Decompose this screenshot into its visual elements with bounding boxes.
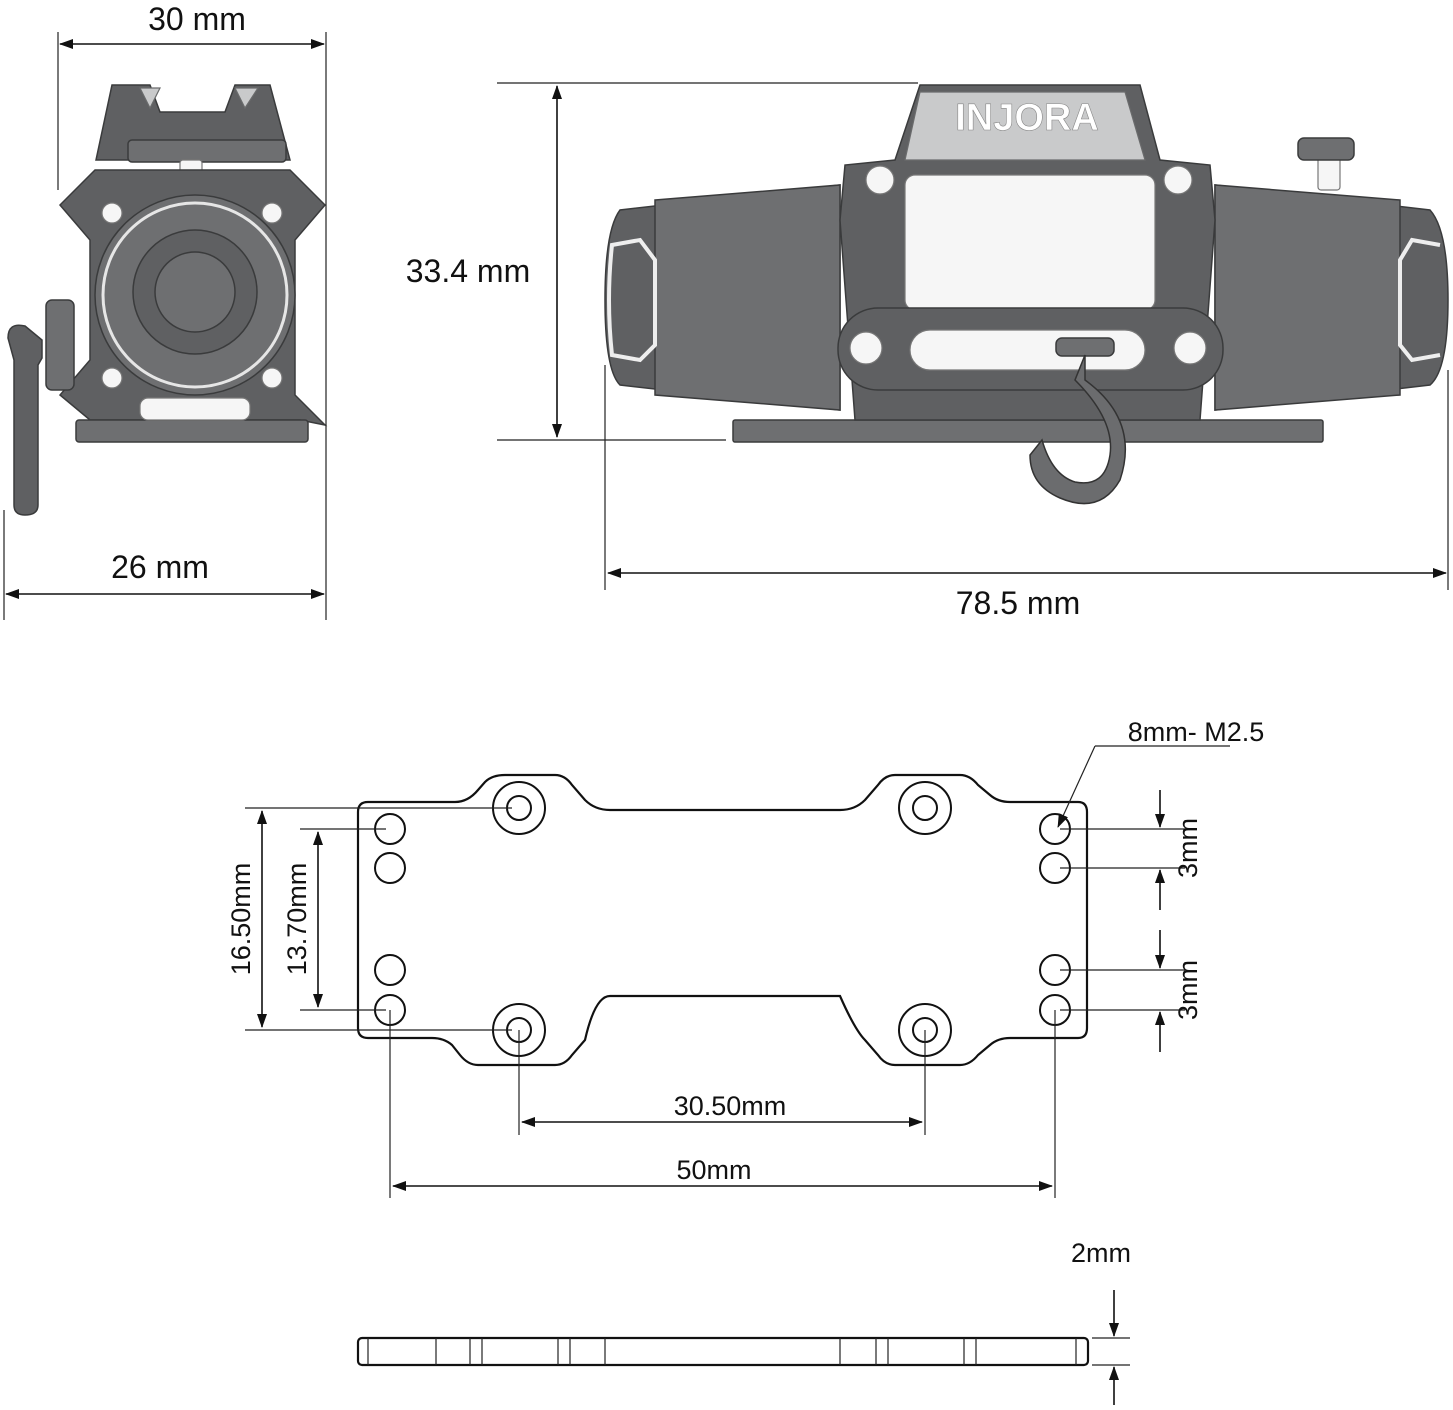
brand-logo: INJORA bbox=[955, 97, 1099, 139]
plate-thickness-view: 2mm bbox=[356, 1238, 1131, 1405]
side-height-label: 33.4 mm bbox=[406, 253, 530, 289]
front-top-width-label: 30 mm bbox=[148, 1, 246, 37]
hole-spec-label: 8mm- M2.5 bbox=[1128, 717, 1265, 747]
front-bottom-width-label: 26 mm bbox=[111, 549, 209, 585]
plate-dimensions: 8mm- M2.5 16.50mm 13.70mm 3mm 3mm 30.50m… bbox=[226, 717, 1264, 1198]
side-length-label: 78.5 mm bbox=[956, 585, 1080, 621]
outer-height-label: 16.50mm bbox=[226, 863, 256, 976]
center-hole-spacing-label: 30.50mm bbox=[674, 1091, 787, 1121]
inner-height-label: 13.70mm bbox=[282, 863, 312, 976]
hole-pitch-bottom-label: 3mm bbox=[1173, 960, 1203, 1020]
side-view-dimensions: 33.4 mm 78.5 mm bbox=[406, 82, 1449, 621]
side-view-winch: INJORA bbox=[604, 84, 1449, 505]
front-view-winch bbox=[7, 84, 328, 516]
front-view-dimensions: 30 mm 26 mm bbox=[3, 1, 327, 620]
hole-pitch-top-label: 3mm bbox=[1173, 818, 1203, 878]
plate-thickness-label: 2mm bbox=[1071, 1238, 1131, 1268]
outer-hole-spacing-label: 50mm bbox=[676, 1155, 751, 1185]
mounting-plate bbox=[356, 773, 1089, 1067]
